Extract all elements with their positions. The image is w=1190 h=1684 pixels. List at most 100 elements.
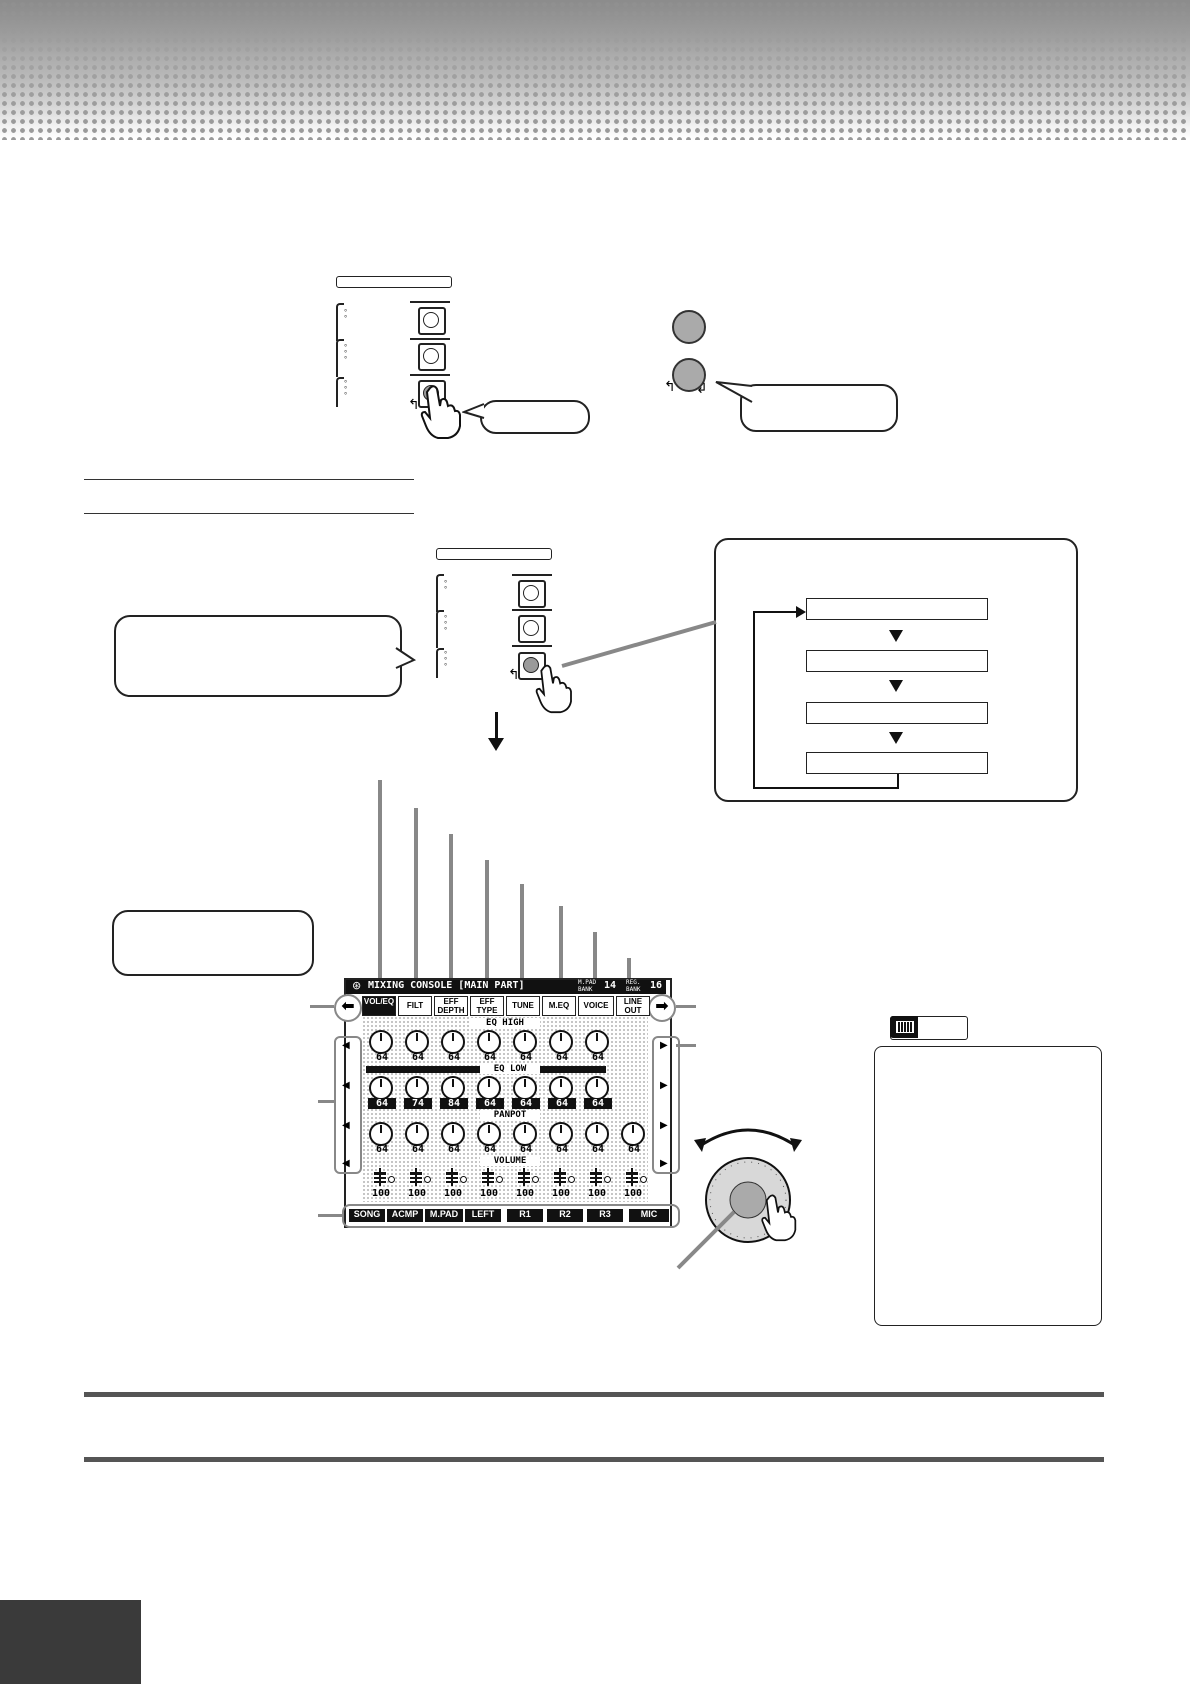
- knob-eq-high-5[interactable]: [513, 1030, 537, 1054]
- round-button-2-pressed[interactable]: [672, 358, 706, 392]
- knob-eq-low-3[interactable]: [441, 1076, 465, 1100]
- knob-panpot-5[interactable]: [513, 1122, 537, 1146]
- knob-value-panpot-2: 64: [411, 1144, 425, 1155]
- volume-value-2: 100: [407, 1188, 427, 1199]
- knob-panpot-8[interactable]: [621, 1122, 645, 1146]
- flow-loop-line: [753, 606, 899, 789]
- knob-eq-low-7[interactable]: [585, 1076, 609, 1100]
- part-button-r3[interactable]: R3: [586, 1208, 624, 1223]
- knob-eq-low-4[interactable]: [477, 1076, 501, 1100]
- volume-fader-dot-2: [424, 1176, 431, 1183]
- part-button-left[interactable]: LEFT: [464, 1208, 502, 1223]
- knob-eq-high-4[interactable]: [477, 1030, 501, 1054]
- header-gradient: [0, 0, 1190, 140]
- knob-value-eq-high-7: 64: [591, 1052, 605, 1063]
- knob-eq-high-3[interactable]: [441, 1030, 465, 1054]
- volume-fader-1[interactable]: [374, 1168, 386, 1186]
- knob-panpot-1[interactable]: [369, 1122, 393, 1146]
- rotate-indicator-1: ↰: [408, 396, 420, 412]
- knob-panpot-3[interactable]: [441, 1122, 465, 1146]
- knob-eq-high-6[interactable]: [549, 1030, 573, 1054]
- panel-button-4[interactable]: [518, 580, 546, 608]
- section-panpot: PANPOT: [480, 1110, 540, 1120]
- tab-m-eq[interactable]: M.EQ: [542, 996, 576, 1016]
- tab-eff-type[interactable]: EFF TYPE: [470, 996, 504, 1016]
- btn-bar-4: [512, 574, 552, 576]
- knob-value-eq-high-1: 64: [375, 1052, 389, 1063]
- part-button-mpad[interactable]: M.PAD: [424, 1208, 464, 1223]
- callout-bubble-3: [114, 615, 402, 697]
- volume-fader-8[interactable]: [626, 1168, 638, 1186]
- knob-panpot-4[interactable]: [477, 1122, 501, 1146]
- rotate-indicator-3: ↲: [696, 380, 708, 396]
- flow-step-4: [806, 752, 988, 774]
- led-dots-6: °°°: [444, 650, 448, 671]
- part-button-song[interactable]: SONG: [348, 1208, 386, 1223]
- volume-fader-2[interactable]: [410, 1168, 422, 1186]
- right-selector-group: [652, 1036, 680, 1174]
- callout-bubble-4: [112, 910, 314, 976]
- knob-value-eq-low-4: 64: [476, 1098, 504, 1109]
- left-row-arrow-4[interactable]: ◀: [342, 1158, 350, 1169]
- knob-panpot-7[interactable]: [585, 1122, 609, 1146]
- left-row-arrow-1[interactable]: ◀: [342, 1040, 350, 1051]
- knob-eq-low-5[interactable]: [513, 1076, 537, 1100]
- led-dots-3: °°°: [344, 379, 348, 400]
- tab-filt[interactable]: FILT: [398, 996, 432, 1016]
- volume-fader-6[interactable]: [554, 1168, 566, 1186]
- panel-button-5[interactable]: [518, 615, 546, 643]
- knob-value-eq-high-4: 64: [483, 1052, 497, 1063]
- callout-bubble-1: [480, 400, 590, 434]
- knob-eq-high-7[interactable]: [585, 1030, 609, 1054]
- knob-value-panpot-8: 64: [627, 1144, 641, 1155]
- hand-pointer-icon: [535, 664, 572, 714]
- callout-tail-2: [715, 381, 753, 403]
- knob-eq-low-6[interactable]: [549, 1076, 573, 1100]
- left-row-arrow-3[interactable]: ◀: [342, 1120, 350, 1131]
- part-button-r2[interactable]: R2: [546, 1208, 584, 1223]
- rule-thin-1: [84, 479, 414, 480]
- knob-eq-high-1[interactable]: [369, 1030, 393, 1054]
- volume-fader-3[interactable]: [446, 1168, 458, 1186]
- volume-fader-5[interactable]: [518, 1168, 530, 1186]
- volume-value-4: 100: [479, 1188, 499, 1199]
- tab-vol-eq[interactable]: VOL/EQ: [362, 996, 396, 1016]
- panel-button-2[interactable]: [418, 343, 446, 371]
- knob-eq-high-2[interactable]: [405, 1030, 429, 1054]
- right-row-arrow-3[interactable]: ▶: [660, 1120, 668, 1131]
- tab-tune[interactable]: TUNE: [506, 996, 540, 1016]
- hand-pointer-icon: [420, 385, 461, 439]
- part-button-mic[interactable]: MIC: [628, 1208, 670, 1223]
- tab-voice[interactable]: VOICE: [578, 996, 614, 1016]
- part-button-acmp[interactable]: ACMP: [386, 1208, 424, 1223]
- volume-fader-4[interactable]: [482, 1168, 494, 1186]
- knob-eq-low-1[interactable]: [369, 1076, 393, 1100]
- part-button-r1[interactable]: R1: [506, 1208, 544, 1223]
- volume-fader-7[interactable]: [590, 1168, 602, 1186]
- knob-eq-low-2[interactable]: [405, 1076, 429, 1100]
- left-row-arrow-2[interactable]: ◀: [342, 1080, 350, 1091]
- leader-line-1: [378, 780, 382, 1002]
- panel-label-middle: [436, 548, 552, 560]
- volume-fader-dot-3: [460, 1176, 467, 1183]
- right-row-arrow-2[interactable]: ▶: [660, 1080, 668, 1091]
- round-button-1[interactable]: [672, 310, 706, 344]
- led-dots-5: °°°: [444, 614, 448, 635]
- leader-line-2: [414, 808, 418, 1002]
- knob-panpot-6[interactable]: [549, 1122, 573, 1146]
- knob-value-eq-low-2: 74: [404, 1098, 432, 1109]
- panel-button-1[interactable]: [418, 307, 446, 335]
- section-rule-top: [84, 1392, 1104, 1397]
- led-dots-2: °°°: [344, 343, 348, 364]
- left-arrow-icon[interactable]: ⬅: [334, 994, 362, 1022]
- right-row-arrow-1[interactable]: ▶: [660, 1040, 668, 1051]
- volume-value-5: 100: [515, 1188, 535, 1199]
- lcd-reg-value: 16: [650, 980, 663, 991]
- knob-panpot-2[interactable]: [405, 1122, 429, 1146]
- right-row-arrow-4[interactable]: ▶: [660, 1158, 668, 1169]
- tab-eff-depth[interactable]: EFF DEPTH: [434, 996, 468, 1016]
- led-dots-1: °°: [344, 308, 348, 323]
- knob-value-panpot-5: 64: [519, 1144, 533, 1155]
- right-arrow-icon[interactable]: ➡: [648, 994, 676, 1022]
- tab-line-out[interactable]: LINE OUT: [616, 996, 650, 1016]
